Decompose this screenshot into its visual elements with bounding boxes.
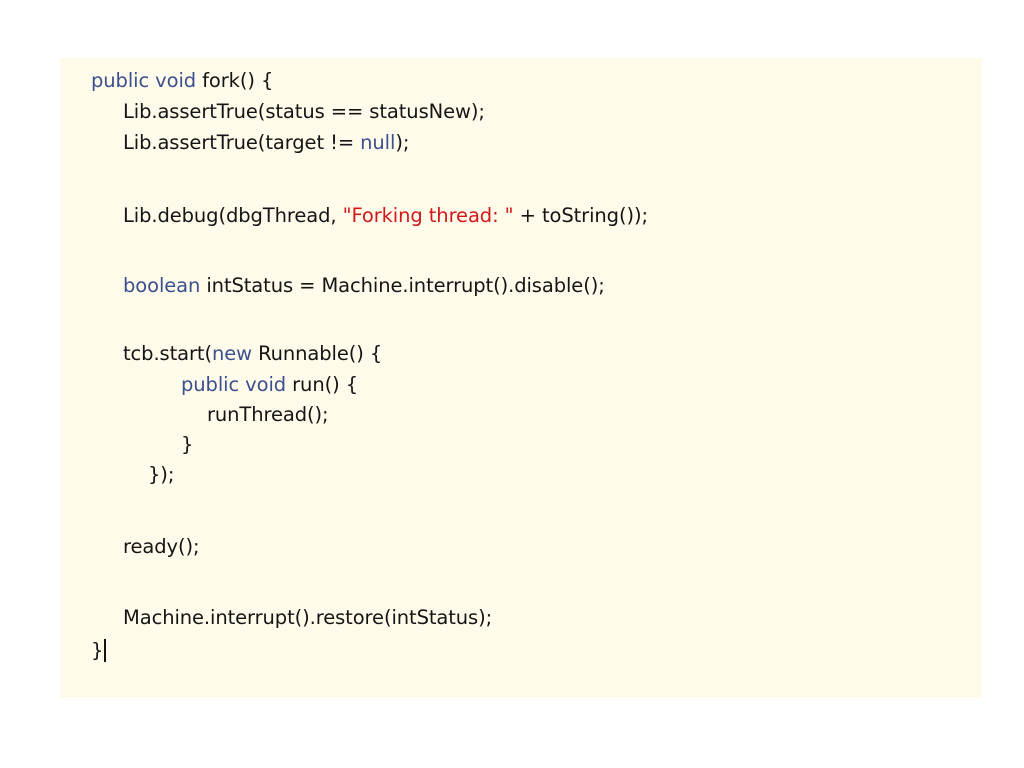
code-line-2: Lib.assertTrue(status == statusNew); bbox=[123, 99, 485, 125]
string-literal: "Forking thread: " bbox=[342, 204, 514, 227]
code-text: }); bbox=[148, 463, 175, 486]
keyword: public void bbox=[91, 69, 197, 92]
code-line-17: Machine.interrupt().restore(intStatus); bbox=[123, 605, 492, 631]
code-text: Machine.interrupt().restore(intStatus); bbox=[123, 606, 493, 629]
code-text: intStatus = Machine.interrupt().disable(… bbox=[200, 274, 605, 297]
code-text: run() { bbox=[286, 373, 359, 396]
code-line-3: Lib.assertTrue(target != null); bbox=[123, 130, 409, 156]
code-editor[interactable]: public void fork() { Lib.assertTrue(stat… bbox=[60, 58, 982, 698]
code-line-12: } bbox=[181, 432, 193, 458]
keyword: null bbox=[360, 131, 396, 154]
code-line-1: public void fork() { bbox=[91, 68, 273, 94]
code-text: runThread(); bbox=[207, 403, 329, 426]
keyword: new bbox=[211, 342, 252, 365]
code-line-5: Lib.debug(dbgThread, "Forking thread: " … bbox=[123, 203, 648, 229]
code-line-13: }); bbox=[148, 462, 174, 488]
code-text: ); bbox=[395, 131, 410, 154]
code-text: + toString()); bbox=[513, 204, 648, 227]
code-text: Lib.assertTrue(status == statusNew); bbox=[123, 100, 485, 123]
code-line-11: runThread(); bbox=[207, 402, 329, 428]
code-text: tcb.start( bbox=[123, 342, 212, 365]
code-text: ready(); bbox=[123, 535, 200, 558]
code-text: fork() { bbox=[196, 69, 274, 92]
keyword: boolean bbox=[123, 274, 201, 297]
code-text: Runnable() { bbox=[251, 342, 383, 365]
code-line-10: public void run() { bbox=[181, 372, 358, 398]
code-text: } bbox=[91, 639, 104, 662]
text-cursor bbox=[104, 639, 106, 662]
code-text: Lib.assertTrue(target != bbox=[123, 131, 361, 154]
code-line-18: } bbox=[91, 638, 106, 664]
code-line-15: ready(); bbox=[123, 534, 200, 560]
code-text: Lib.debug(dbgThread, bbox=[123, 204, 343, 227]
code-text: } bbox=[181, 433, 194, 456]
keyword: public void bbox=[181, 373, 287, 396]
code-line-9: tcb.start(new Runnable() { bbox=[123, 341, 382, 367]
code-line-7: boolean intStatus = Machine.interrupt().… bbox=[123, 273, 605, 299]
